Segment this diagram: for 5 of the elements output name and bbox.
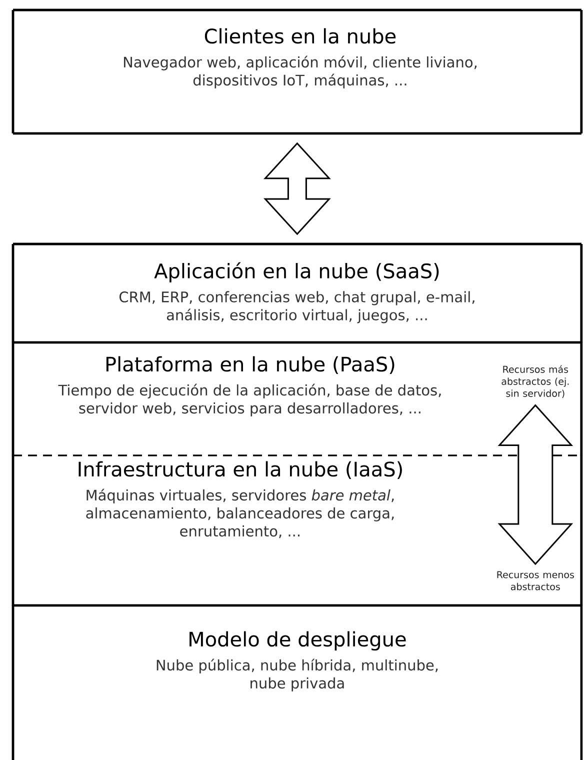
layer-box: Modelo de despliegue Nube pública, nube híbrida, multinube, nube privada [12,605,583,760]
layer-box: Aplicación en la nube (SaaS) CRM, ERP, conferencias web, chat grupal, e-mail, análisis, escritorio virtual, juegos, ... [12,242,583,344]
side-label: Recursos menos abstractos [497,571,574,590]
side-label: Recursos más abstractos (ej. sin servidor) [502,365,569,398]
layer-box: Clientes en la nube Navegador web, aplicación móvil, cliente liviano, dispositivos IoT, máquinas, ... [12,8,583,135]
